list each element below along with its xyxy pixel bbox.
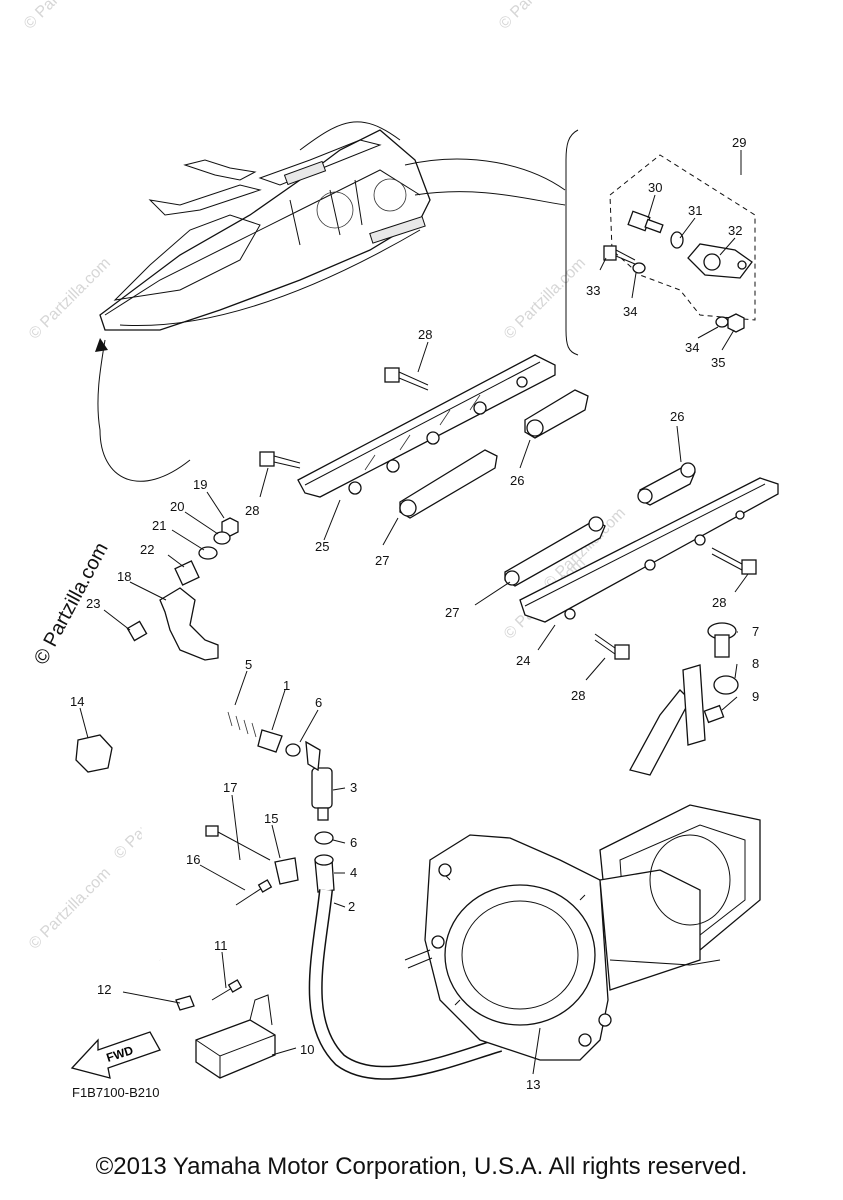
part-34-washer-a	[632, 262, 646, 274]
part-12-clip	[175, 995, 195, 1011]
svg-text:© Partzilla.com: © Partzilla.com	[496, 0, 584, 33]
part-34-washer-b	[715, 316, 729, 328]
part-24-sponson-rail	[519, 477, 779, 623]
part-7-plug	[707, 622, 737, 658]
part-26-link-b	[637, 462, 696, 506]
part-1-joint	[257, 729, 283, 753]
callout-1: 1	[283, 678, 290, 693]
callout-6a: 6	[315, 695, 322, 710]
part-20-washer	[213, 531, 231, 545]
part-33-bolt	[603, 245, 636, 265]
copyright-notice: ©2013 Yamaha Motor Corporation, U.S.A. A…	[95, 1153, 748, 1180]
part-6-clamp-a	[285, 743, 301, 757]
part-18-handle	[159, 587, 219, 661]
leader-lines	[79, 150, 749, 1075]
callout-30: 30	[648, 180, 662, 195]
part-15-holder	[274, 857, 299, 885]
callout-28d: 28	[571, 688, 585, 703]
part-27-link-a	[399, 449, 498, 519]
callout-12: 12	[97, 982, 111, 997]
callout-24: 24	[516, 653, 530, 668]
part-23-bolt	[126, 620, 148, 642]
callout-29: 29	[732, 135, 746, 150]
svg-text:© Partzilla.com: © Partzilla.com	[26, 255, 114, 343]
part-9-nut	[703, 704, 725, 724]
callout-3: 3	[350, 780, 357, 795]
callout-31: 31	[688, 203, 702, 218]
part-17-cable-tie	[205, 825, 271, 861]
part-28-bolt-c	[711, 547, 757, 575]
reference-arrow	[95, 158, 566, 482]
callout-25: 25	[315, 539, 329, 554]
part-28-bolt-d	[594, 633, 630, 660]
part-3-fitting	[305, 740, 333, 821]
callout-2: 2	[348, 899, 355, 914]
svg-text:© Partzilla.com: © Partzilla.com	[21, 0, 109, 33]
watercraft-illustration	[99, 121, 431, 331]
part-30-fitting	[627, 210, 664, 234]
callout-20: 20	[170, 499, 184, 514]
callout-26a: 26	[510, 473, 524, 488]
callout-17: 17	[223, 780, 237, 795]
callout-28a: 28	[418, 327, 432, 342]
callout-19: 19	[193, 477, 207, 492]
part-8-seal	[713, 675, 739, 695]
callout-28c: 28	[712, 595, 726, 610]
part-28-bolt-a	[384, 367, 429, 391]
part-10-box	[195, 994, 276, 1079]
part-25-sponson-rail	[297, 354, 556, 498]
callout-35: 35	[711, 355, 725, 370]
callout-28b: 28	[245, 503, 259, 518]
callout-7: 7	[752, 624, 759, 639]
svg-text:© Partzilla.com: © Partzilla.com	[501, 255, 589, 343]
callout-34b: 34	[685, 340, 699, 355]
callout-13: 13	[526, 1077, 540, 1092]
svg-text:© Partzilla.com: © Partzilla.com	[26, 865, 114, 953]
callout-22: 22	[140, 542, 154, 557]
part-6-clamp-b	[314, 831, 334, 845]
callout-14: 14	[70, 694, 84, 709]
callout-33: 33	[586, 283, 600, 298]
part-27-link-b	[504, 516, 606, 587]
diagram-code: F1B7100-B210	[72, 1085, 159, 1100]
callout-21: 21	[152, 518, 166, 533]
part-16-pin	[235, 879, 273, 906]
callout-23: 23	[86, 596, 100, 611]
callout-32: 32	[728, 223, 742, 238]
fwd-arrow: FWD	[70, 1031, 161, 1079]
callout-11: 11	[214, 938, 228, 953]
part-22-spacer	[174, 560, 200, 586]
callout-labels: 1 2 3 4 5 6 6 7 8 9 10 11 12 13 14 15 16…	[70, 135, 759, 1092]
callout-6b: 6	[350, 835, 357, 850]
part-28-bolt-b	[259, 451, 301, 469]
part-4-hose-end	[314, 854, 335, 893]
callout-27b: 27	[445, 605, 459, 620]
callout-16: 16	[186, 852, 200, 867]
group-29-bracket	[565, 129, 579, 356]
callout-27a: 27	[375, 553, 389, 568]
part-26-link-a	[524, 389, 589, 439]
callout-34a: 34	[623, 304, 637, 319]
callout-15: 15	[264, 811, 278, 826]
jet-pump-assembly	[404, 664, 761, 1061]
part-14-clip	[75, 734, 113, 773]
part-32-flange	[687, 243, 753, 279]
part-11-pin	[211, 979, 243, 1001]
callout-26b: 26	[670, 409, 684, 424]
callout-10: 10	[300, 1042, 314, 1057]
callout-4: 4	[350, 865, 357, 880]
callout-8: 8	[752, 656, 759, 671]
part-2-hose	[308, 889, 503, 1080]
callout-18: 18	[117, 569, 131, 584]
callout-5: 5	[245, 657, 252, 672]
part-31-oring	[670, 231, 684, 249]
callout-9: 9	[752, 689, 759, 704]
part-35-nut	[727, 313, 745, 333]
